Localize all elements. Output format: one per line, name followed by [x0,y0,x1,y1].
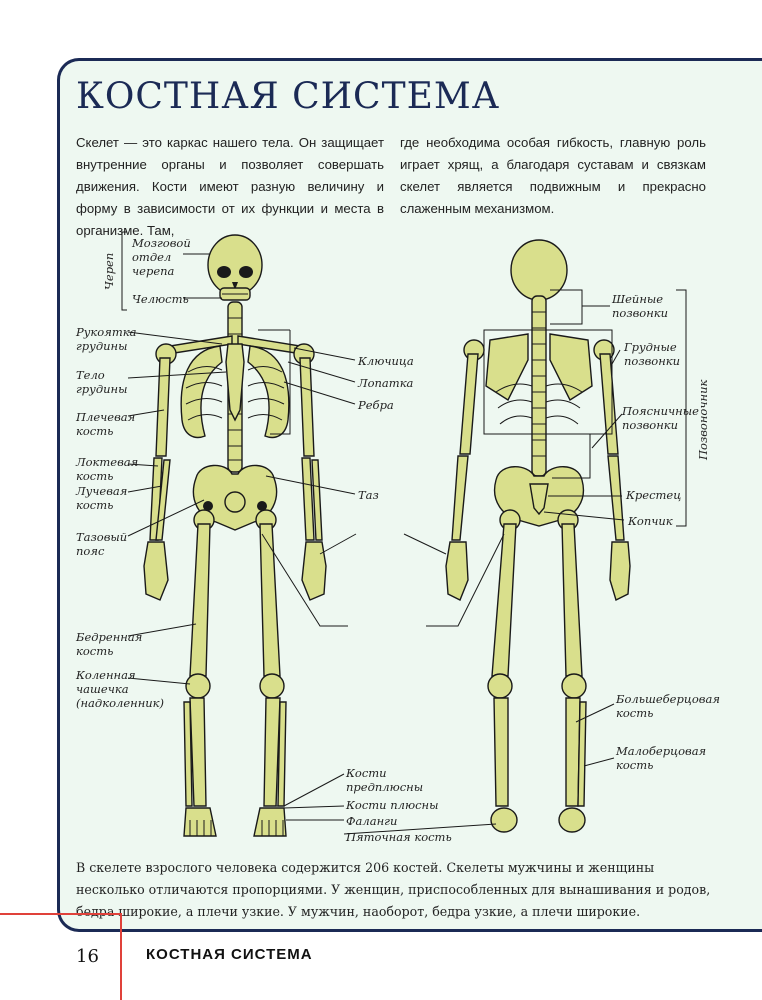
content-panel [57,58,762,932]
label-coccyx: Копчик [628,514,673,528]
intro-text-right: где необходима особая гибкость, главную … [400,135,706,216]
label-skull: Череп [102,252,116,290]
label-tibia: Большеберцовая кость [616,692,720,720]
footer-section-title: КОСТНАЯ СИСТЕМА [146,946,313,963]
summary-text: В скелете взрослого человека содержится … [76,860,711,919]
label-jaw: Челюсть [132,292,189,306]
page-number: 16 [76,946,99,967]
label-clavicle: Ключица [358,354,414,368]
label-pelvic-girdle: Тазовый пояс [76,530,128,558]
label-patella: Коленная чашечка (надколенник) [76,668,165,710]
label-radius: Лучевая кость [76,484,128,512]
label-scapula: Лопатка [358,376,414,390]
label-cervical: Шейные позвонки [612,292,669,320]
label-spine: Позвоночник [696,379,710,460]
label-manubrium: Рукоятка грудины [76,325,137,353]
accent-line-horizontal [0,913,120,915]
accent-line-vertical [120,913,122,1000]
label-ulna: Локтевая кость [76,455,139,483]
label-humerus: Плечевая кость [76,410,136,438]
skeleton-illustration [121,231,687,837]
label-calcaneus: Пяточная кость [346,830,452,844]
label-cranium: Мозговой отдел черепа [132,236,191,278]
label-phalanges: Фаланги [346,814,398,828]
label-lumbar: Поясничные позвонки [622,404,699,432]
label-sacrum: Крестец [626,488,682,502]
label-thoracic: Грудные позвонки [624,340,681,368]
back-skeleton [445,239,631,833]
label-sternum-body: Тело грудины [76,368,128,396]
label-pelvis: Таз [358,488,379,502]
label-fibula: Малоберцовая кость [616,744,707,772]
label-ribs: Ребра [358,398,394,412]
label-femur: Бедренная кость [76,630,143,658]
leader-lines [121,231,687,835]
intro-text-left: Скелет — это каркас нашего тела. Он защи… [76,135,384,238]
label-metatarsals: Кости предплюсны [346,766,424,794]
label-tarsals: Кости плюсны [346,798,439,812]
page-title: КОСТНАЯ СИСТЕМА [76,76,501,117]
front-skeleton [143,234,327,837]
